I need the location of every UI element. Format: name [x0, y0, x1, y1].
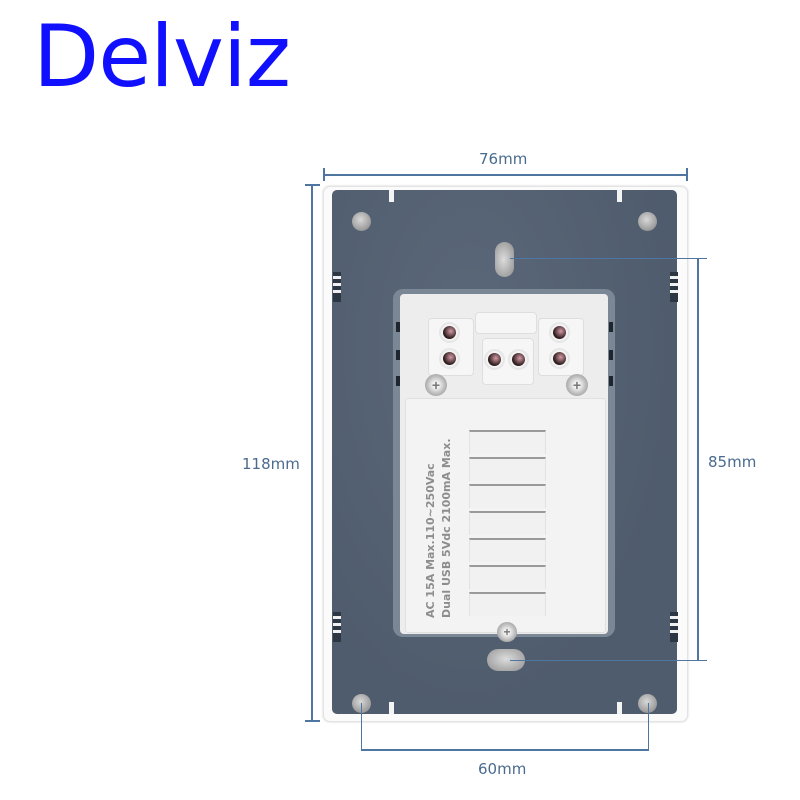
side-clip-right-bottom [670, 612, 678, 642]
vent-slat [469, 511, 546, 535]
dimension-hole-spacing-line [361, 749, 649, 751]
dimension-slot-spacing-label: 85mm [708, 453, 757, 471]
dimension-leader-left [361, 703, 362, 751]
phillips-screw-icon: + [425, 374, 447, 396]
terminal-screw-hole [439, 322, 460, 343]
dimension-height-label: 118mm [242, 455, 300, 473]
phillips-screw-icon: + [566, 374, 588, 396]
frame-notch [389, 190, 394, 202]
corner-hole-top-left [352, 212, 371, 231]
dimension-leader-bottom [510, 660, 707, 661]
dimension-width-line [323, 174, 687, 176]
dimension-leader-right [648, 703, 649, 751]
vent-slat [469, 538, 546, 562]
bottom-screw-icon: + [497, 622, 517, 642]
corner-hole-top-right [638, 212, 657, 231]
corner-hole-bottom-right [638, 694, 657, 713]
terminal-screw-hole [549, 322, 570, 343]
dimension-slot-spacing-line [697, 258, 699, 661]
dimension-leader-top [510, 258, 707, 259]
rating-line-usb: Dual USB 5Vdc 2100mA Max. [440, 438, 453, 618]
vent-slat [469, 484, 546, 508]
dimension-tick [305, 720, 320, 722]
terminal-bridge [475, 312, 537, 334]
terminal-screw-hole [508, 349, 529, 370]
frame-notch [389, 702, 394, 714]
dimension-tick [323, 168, 325, 181]
brand-logo-text: Delviz [33, 7, 291, 107]
rating-label: AC 15A Max.110~250Vac Dual USB 5Vdc 2100… [411, 428, 459, 618]
vent-slat [469, 592, 546, 616]
dimension-tick [686, 168, 688, 181]
housing-tab [609, 322, 613, 332]
mounting-slot-top [495, 242, 514, 277]
rating-line-ac: AC 15A Max.110~250Vac [424, 463, 437, 618]
dimension-width-label: 76mm [479, 150, 528, 168]
mounting-slot-bottom [487, 649, 525, 671]
housing-tab [609, 350, 613, 360]
dimension-hole-spacing-label: 60mm [478, 760, 527, 778]
dimension-height-line [311, 184, 313, 721]
vent-slat [469, 457, 546, 481]
housing-tab [396, 350, 400, 360]
terminal-screw-hole [439, 348, 460, 369]
terminal-screw-hole [549, 348, 570, 369]
vent-grille [469, 430, 546, 616]
vent-slat [469, 430, 546, 454]
dimension-tick [305, 184, 320, 186]
side-clip-left-top [333, 272, 341, 302]
vent-slat [469, 565, 546, 589]
side-clip-right-top [670, 272, 678, 302]
frame-notch [617, 190, 622, 202]
housing-tab [609, 376, 613, 386]
terminal-screw-hole [484, 349, 505, 370]
frame-notch [617, 702, 622, 714]
housing-tab [396, 322, 400, 332]
housing-tab [396, 376, 400, 386]
side-clip-left-bottom [333, 612, 341, 642]
